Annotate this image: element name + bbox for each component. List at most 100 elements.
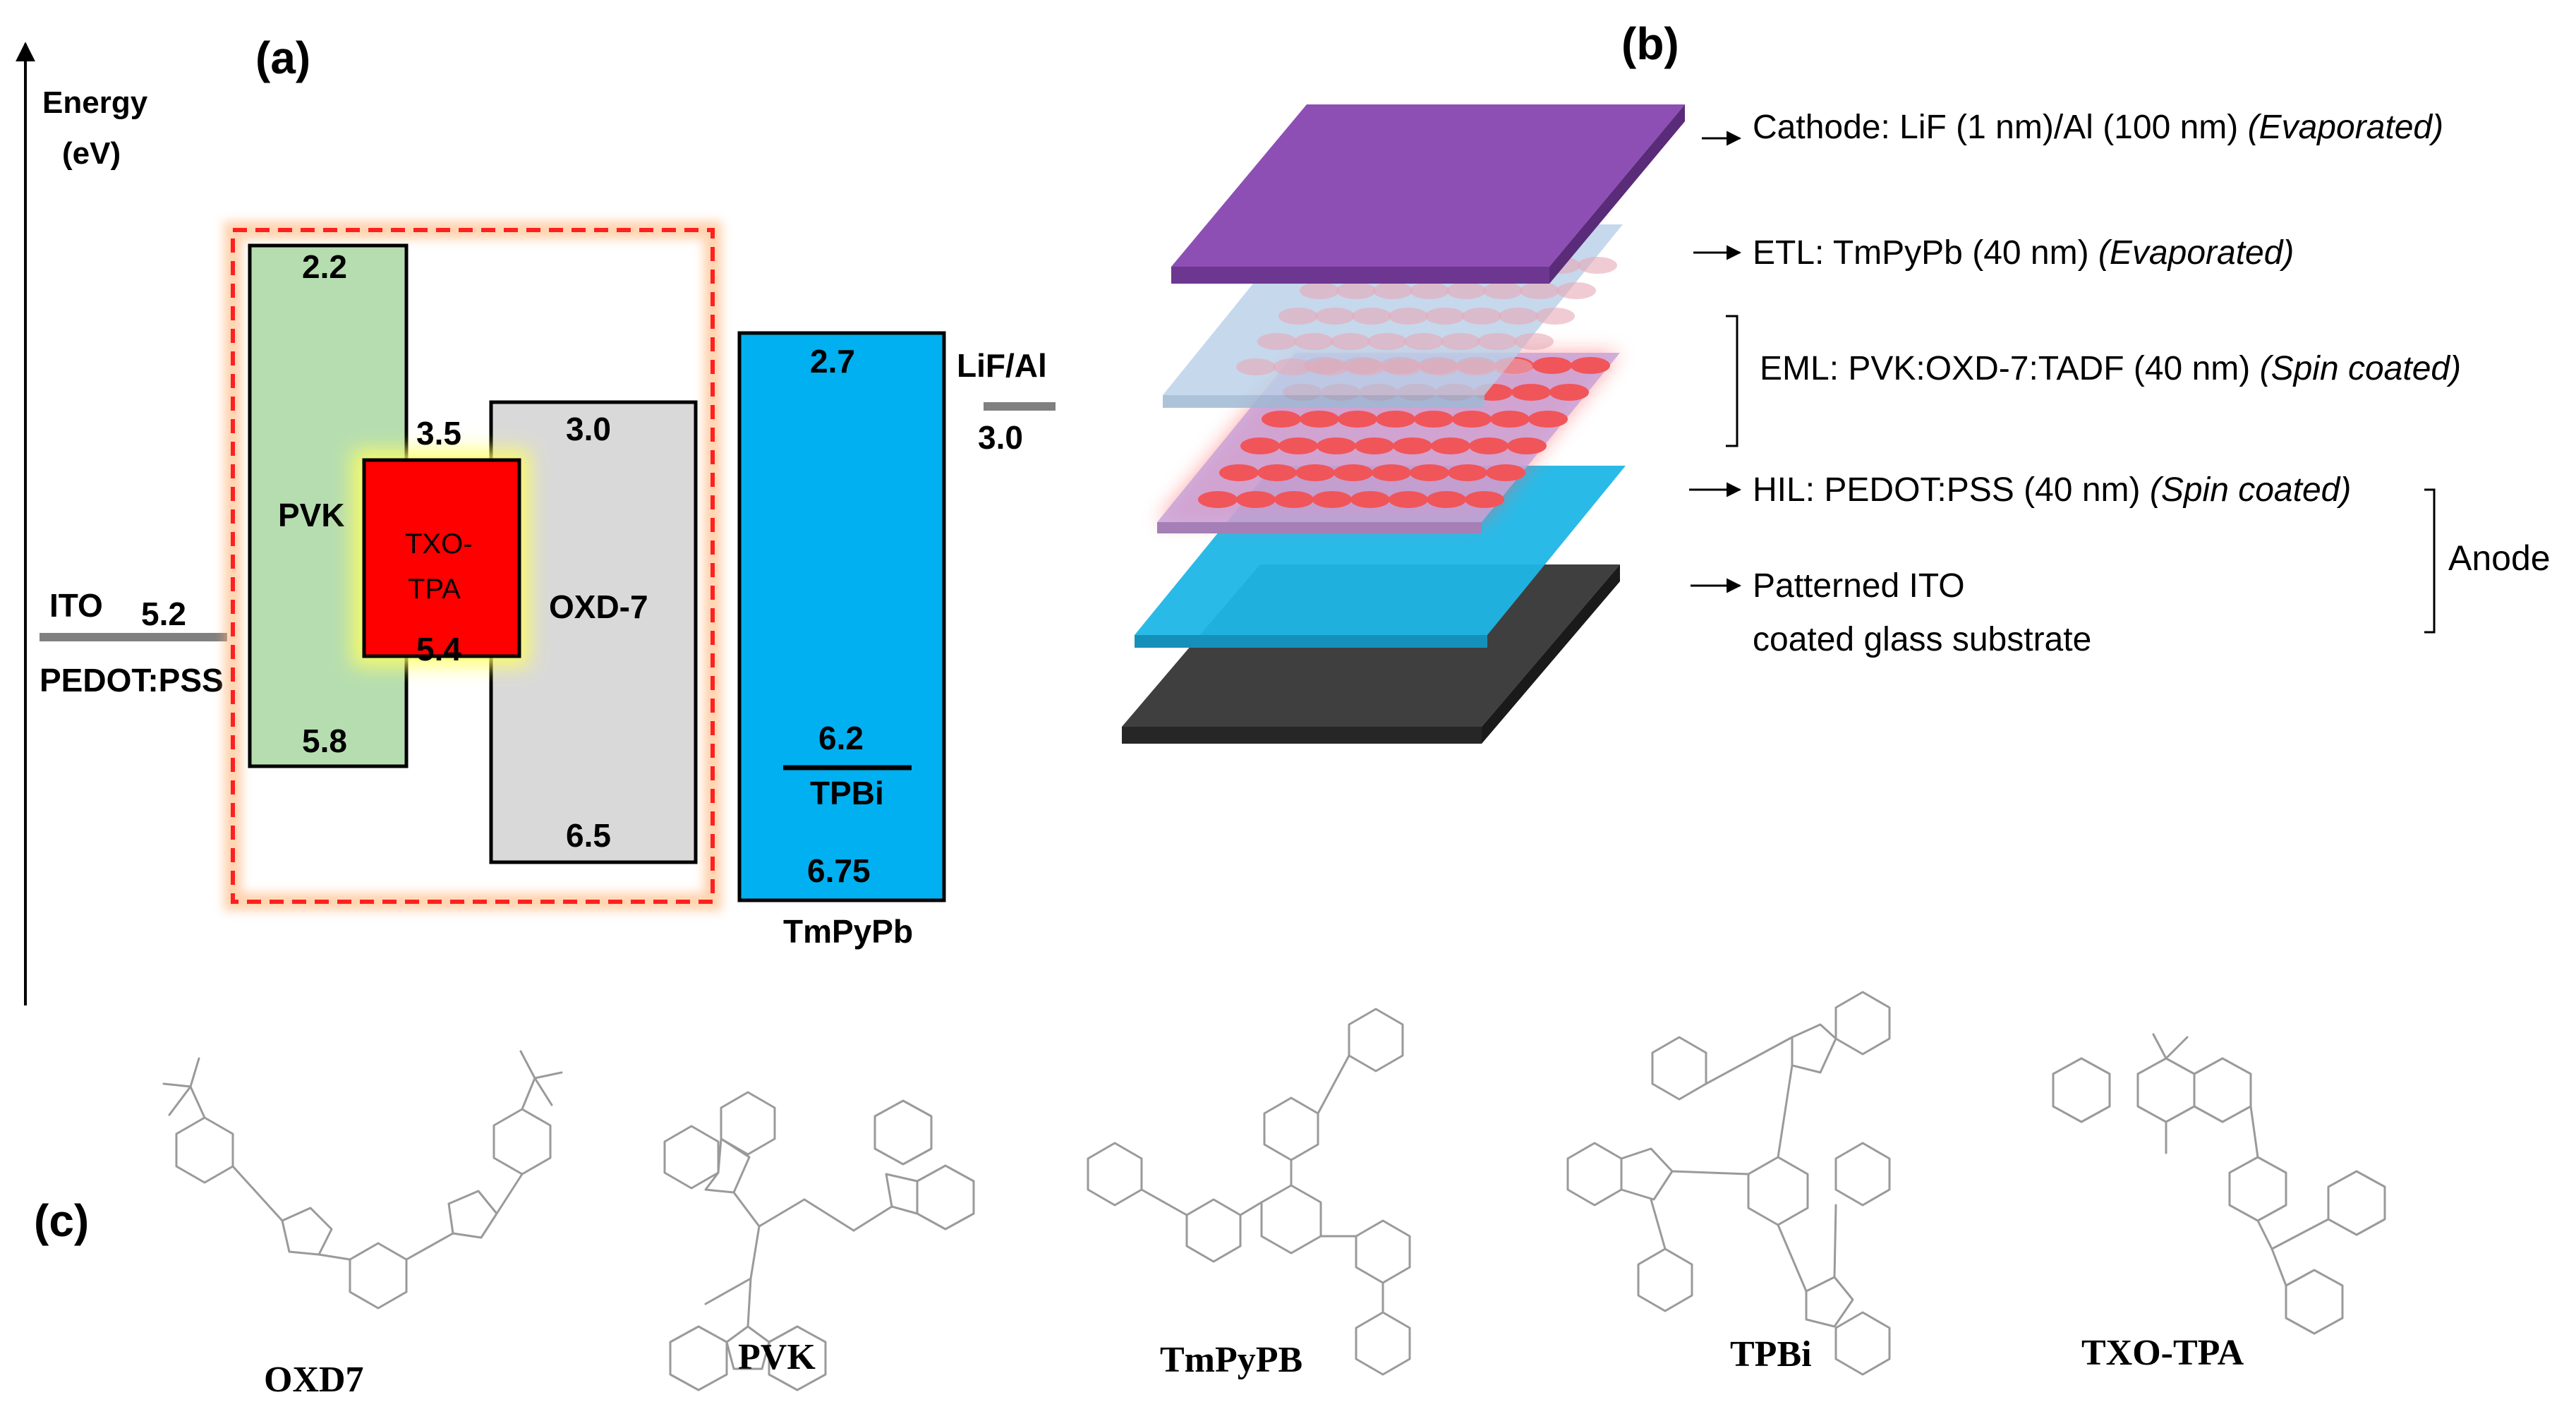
tpbi-label: TPBi [810, 775, 884, 811]
emitter-dot [1490, 411, 1530, 428]
emitter-dot [1448, 464, 1487, 481]
emitter-dot [1452, 411, 1492, 428]
emitter-dot [1274, 491, 1314, 508]
etl-dot [1420, 358, 1459, 375]
tmpypb-homo: 6.75 [807, 852, 871, 889]
panel-c-label: (c) [34, 1195, 89, 1246]
tpbi-homo: 6.2 [818, 720, 864, 756]
emitter-dot [1549, 384, 1589, 401]
etl-dot [1300, 282, 1339, 299]
pvk-structure [663, 1091, 975, 1391]
txo-tpa-box [362, 458, 521, 658]
etl-dot [1310, 358, 1349, 375]
txo-tpa-structure [2052, 1033, 2386, 1335]
emitter-dot [1393, 437, 1432, 454]
cathode-layer-label: Cathode: LiF (1 nm)/Al (100 nm) (Evapora… [1753, 109, 2443, 146]
etl-dot [1389, 308, 1428, 325]
molecule-label-tpbi: TPBi [1730, 1334, 1812, 1374]
anode-bracket [2424, 488, 2436, 634]
etl-dot [1410, 282, 1449, 299]
etl-dot [1373, 282, 1413, 299]
etl-dot [1367, 333, 1407, 350]
emitter-dot [1469, 437, 1508, 454]
hil-layer-label: HIL: PEDOT:PSS (40 nm) (Spin coated) [1753, 471, 2351, 509]
emitter-dot [1317, 437, 1356, 454]
tmpypb-structure [1087, 1008, 1411, 1376]
etl-dot [1462, 308, 1501, 325]
eml-layer-label: EML: PVK:OXD-7:TADF (40 nm) (Spin coated… [1760, 350, 2461, 387]
panel-b: (b) Cathode: LiF (1 nm)/Al (100 nm) (Eva… [1122, 18, 2551, 744]
etl-dot [1278, 308, 1318, 325]
etl-dot [1499, 308, 1538, 325]
emitter-dot [1236, 491, 1276, 508]
txo-tpa-label-1: TXO- [405, 528, 473, 560]
ito-layer-side [1135, 635, 1487, 648]
emitter-dot [1427, 491, 1466, 508]
oxd7-structure [162, 1050, 563, 1310]
pedot-label: PEDOT:PSS [40, 662, 224, 699]
energy-axis-label: Energy [42, 85, 148, 120]
emitter-dot [1300, 411, 1339, 428]
etl-dot [1346, 358, 1386, 375]
emitter-dot [1528, 411, 1568, 428]
etl-layer-label: ETL: TmPyPb (40 nm) (Evaporated) [1753, 234, 2294, 272]
cathode-label: LiF/Al [957, 347, 1047, 384]
etl-dot [1493, 358, 1532, 375]
anode-label: Anode [2448, 538, 2551, 578]
etl-dot [1456, 358, 1496, 375]
tpbi-structure [1566, 991, 1891, 1376]
etl-dot [1383, 358, 1422, 375]
emitter-dot [1431, 437, 1470, 454]
oxd7-label: OXD-7 [549, 588, 648, 625]
panel-c: (c) [34, 991, 2386, 1400]
oxd7-lumo: 3.0 [566, 411, 611, 447]
etl-dot [1331, 333, 1370, 350]
emitter-dot [1511, 384, 1551, 401]
etl-faint-dots [1236, 257, 1617, 375]
etl-dot [1556, 282, 1596, 299]
emitter-dot [1414, 411, 1453, 428]
emitter-dot [1278, 437, 1318, 454]
etl-dot [1578, 257, 1617, 274]
txo-tpa-label-2: TPA [408, 574, 461, 605]
emitter-dot [1334, 464, 1373, 481]
emitter-dot [1262, 411, 1301, 428]
panel-a-label: (a) [255, 32, 310, 83]
molecule-label-oxd7: OXD7 [264, 1360, 364, 1400]
etl-dot [1483, 282, 1523, 299]
glass-substrate-edge [1482, 564, 1620, 744]
emitter-dot [1465, 491, 1504, 508]
emitter-dot [1507, 437, 1547, 454]
tmpypb-lumo: 2.7 [810, 343, 855, 380]
ito-value: 5.2 [141, 596, 186, 632]
etl-dot [1273, 358, 1312, 375]
emitter-dot [1410, 464, 1449, 481]
emitter-dot [1219, 464, 1259, 481]
cathode-layer-edge [1549, 104, 1685, 284]
panel-a: (a) Energy (eV) ITO 5.2 PEDOT:PSS 2.2 PV… [16, 32, 1056, 1005]
etl-dot [1441, 333, 1480, 350]
emitter-dot [1376, 411, 1415, 428]
energy-axis-unit: (eV) [62, 136, 121, 171]
etl-dot [1425, 308, 1465, 325]
etl-layer-side [1163, 395, 1484, 408]
emitter-dot [1295, 464, 1335, 481]
ito-label: ITO [49, 587, 103, 624]
pvk-lumo: 2.2 [302, 248, 347, 285]
pvk-homo: 5.8 [302, 723, 347, 759]
emitter-dot [1486, 464, 1525, 481]
etl-dot [1236, 358, 1276, 375]
cathode-layer-side [1171, 267, 1549, 284]
emissive-layer-box [231, 228, 715, 904]
etl-dot [1352, 308, 1391, 325]
emitter-dot [1198, 491, 1238, 508]
etl-dot [1257, 333, 1297, 350]
molecule-label-tmpypb: TmPyPB [1160, 1340, 1302, 1380]
ito-layer-label-2: coated glass substrate [1753, 621, 2091, 658]
panel-b-label: (b) [1621, 18, 1679, 69]
eml-layer-side [1157, 522, 1482, 533]
tmpypb-label: TmPyPb [783, 913, 913, 950]
molecule-label-pvk: PVK [738, 1337, 816, 1377]
eml-bracket [1726, 315, 1739, 447]
emitter-dot [1338, 411, 1377, 428]
